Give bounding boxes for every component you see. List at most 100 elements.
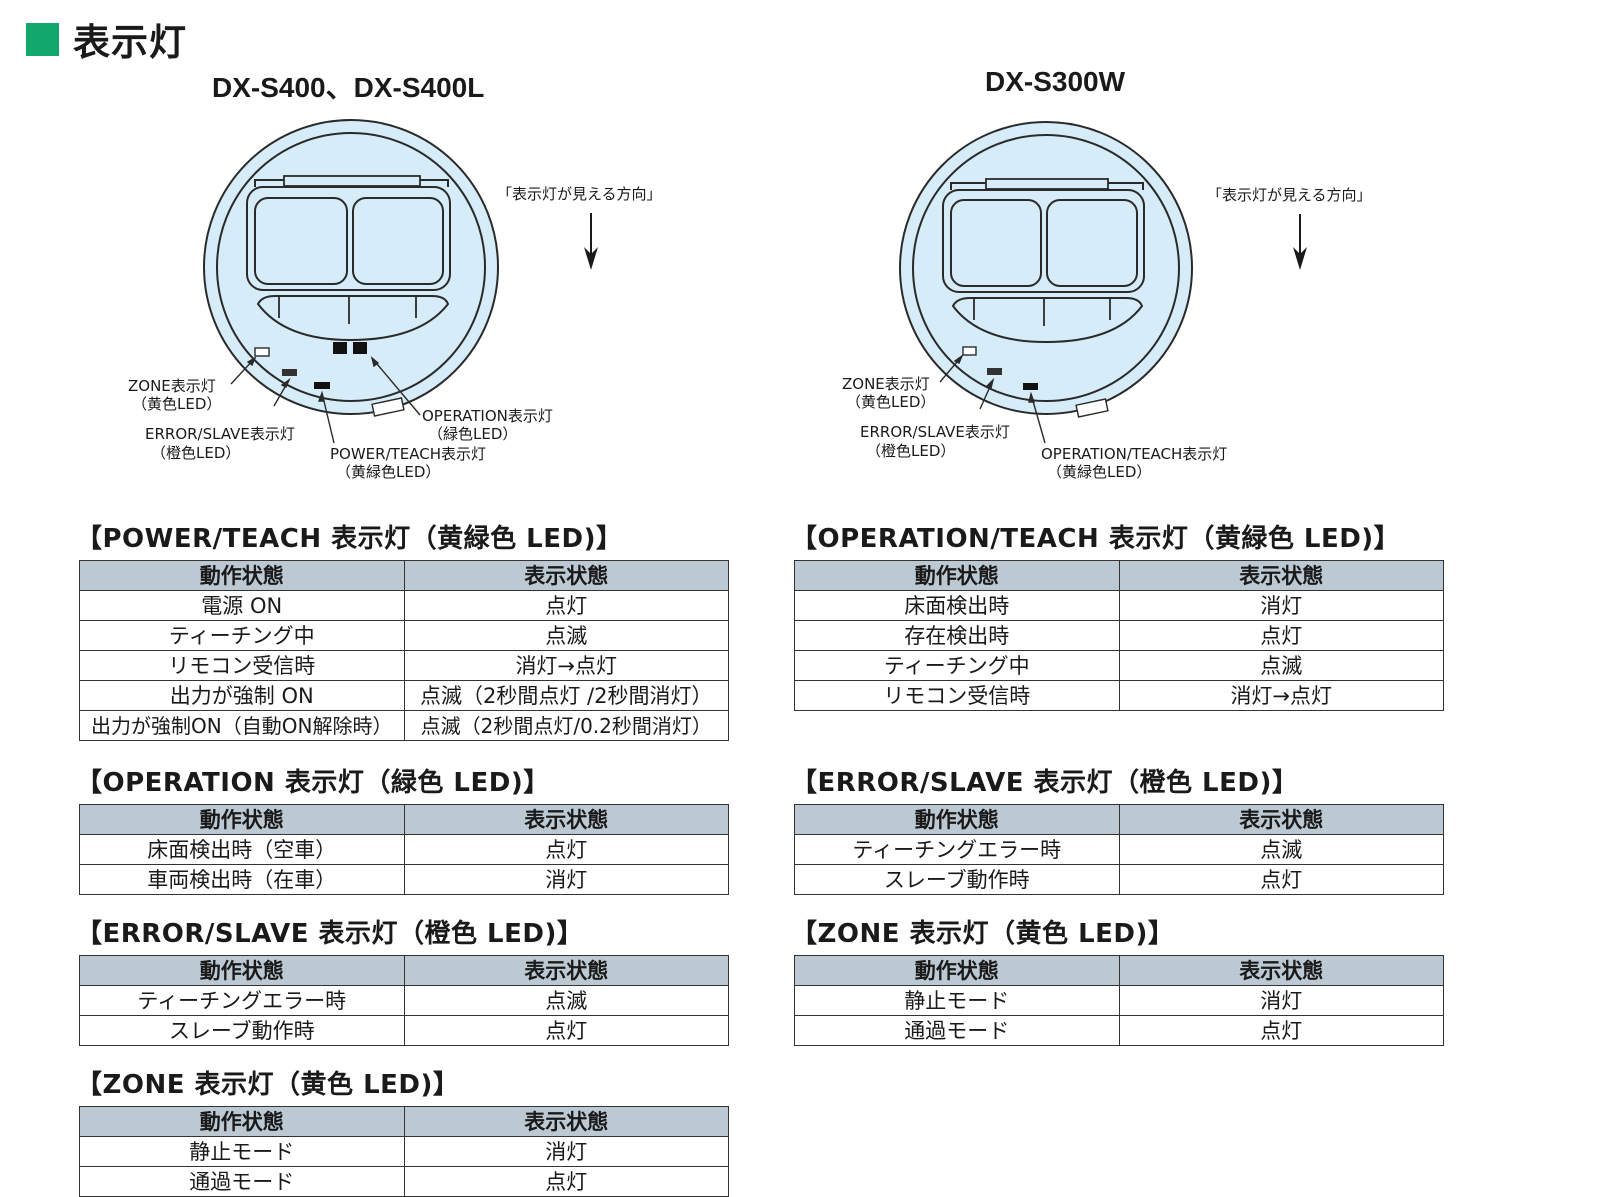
cell-condition: 電源 ON	[79, 590, 405, 621]
power-teach-label: POWER/TEACH表示灯	[330, 445, 486, 463]
view-direction-arrow-icon	[1293, 214, 1307, 270]
table-row: ティーチング中点滅	[794, 650, 1444, 681]
header-cell: 表示状態	[1118, 560, 1444, 591]
cell-status: 点灯	[403, 1166, 729, 1197]
model-title-right: DX-S300W	[985, 66, 1126, 97]
table-title: 【OPERATION/TEACH 表示灯（黄緑色 LED)】	[791, 524, 1401, 554]
table-row: リモコン受信時消灯→点灯	[794, 680, 1444, 711]
table-operation-teach: 【OPERATION/TEACH 表示灯（黄緑色 LED)】 動作状態表示状態 …	[791, 518, 1446, 711]
operation-teach-led	[1023, 383, 1038, 390]
table-error-slave: 【ERROR/SLAVE 表示灯（橙色 LED)】 動作状態表示状態 ティーチン…	[76, 913, 731, 1046]
cell-status: 点滅（2秒間点灯/0.2秒間消灯）	[403, 710, 729, 741]
operation-teach-label: OPERATION/TEACH表示灯	[1041, 445, 1227, 463]
zone-led	[282, 369, 297, 376]
cell-condition: 静止モード	[794, 985, 1120, 1016]
header-cell: 動作状態	[794, 804, 1120, 835]
cell-status: 点灯	[403, 834, 729, 865]
cell-status: 消灯	[1118, 590, 1444, 621]
cell-status: 点滅（2秒間点灯 /2秒間消灯）	[403, 680, 729, 711]
cell-condition: 静止モード	[79, 1136, 405, 1167]
cell-condition: 車両検出時（在車）	[79, 864, 405, 895]
led-status-table: 動作状態表示状態 床面検出時消灯 存在検出時点灯 ティーチング中点滅 リモコン受…	[794, 560, 1444, 711]
table-row: スレーブ動作時点灯	[79, 1015, 729, 1046]
led-status-table: 動作状態表示状態 ティーチングエラー時点滅 スレーブ動作時点灯	[79, 955, 729, 1046]
header-cell: 表示状態	[403, 804, 729, 835]
header-cell: 動作状態	[794, 955, 1120, 986]
zone-label: ZONE表示灯	[128, 377, 216, 395]
cell-condition: ティーチングエラー時	[794, 834, 1120, 865]
cell-status: 消灯	[403, 1136, 729, 1167]
error-slave-label-color: （橙色LED）	[151, 444, 240, 462]
cell-status: 点滅	[1118, 650, 1444, 681]
cell-condition: リモコン受信時	[794, 680, 1120, 711]
table-row: ティーチングエラー時点滅	[79, 985, 729, 1016]
zone-label-color: （黄色LED）	[846, 393, 935, 411]
cell-status: 消灯	[403, 864, 729, 895]
cell-condition: ティーチング中	[79, 620, 405, 651]
sensor-body	[203, 119, 499, 417]
header-cell: 動作状態	[79, 955, 405, 986]
error-slave-label-color: （橙色LED）	[866, 442, 955, 460]
error-slave-label: ERROR/SLAVE表示灯	[145, 425, 295, 443]
cell-condition: 通過モード	[79, 1166, 405, 1197]
table-row: 通過モード点灯	[79, 1166, 729, 1197]
table-row: 静止モード消灯	[79, 1136, 729, 1167]
table-row: 車両検出時（在車）消灯	[79, 864, 729, 895]
cell-status: 点滅	[403, 985, 729, 1016]
cell-condition: 出力が強制ON（自動ON解除時）	[79, 710, 405, 741]
header-cell: 動作状態	[79, 1106, 405, 1137]
operation-led	[353, 342, 367, 354]
leader-lines	[230, 356, 421, 444]
table-zone: 【ZONE 表示灯（黄色 LED)】 動作状態表示状態 静止モード消灯 通過モー…	[76, 1064, 731, 1197]
table-power-teach: 【POWER/TEACH 表示灯（黄緑色 LED)】 動作状態表示状態 電源 O…	[76, 518, 731, 741]
header-cell: 表示状態	[403, 955, 729, 986]
cell-status: 点灯	[1118, 864, 1444, 895]
table-row: リモコン受信時消灯→点灯	[79, 650, 729, 681]
power-teach-led	[333, 342, 347, 354]
header-cell: 動作状態	[794, 560, 1120, 591]
cell-condition: 床面検出時（空車）	[79, 834, 405, 865]
header-cell: 動作状態	[79, 560, 405, 591]
table-title: 【OPERATION 表示灯（緑色 LED)】	[76, 768, 550, 798]
table-row: 通過モード点灯	[794, 1015, 1444, 1046]
table-row: 床面検出時（空車）点灯	[79, 834, 729, 865]
cell-status: 点滅	[1118, 834, 1444, 865]
cell-status: 点灯	[403, 590, 729, 621]
zone-label-color: （黄色LED）	[132, 395, 221, 413]
cell-condition: スレーブ動作時	[79, 1015, 405, 1046]
table-error-slave-right: 【ERROR/SLAVE 表示灯（橙色 LED)】 動作状態表示状態 ティーチン…	[791, 762, 1446, 895]
cell-status: 点灯	[1118, 620, 1444, 651]
header-cell: 表示状態	[403, 1106, 729, 1137]
power-teach-label-color: （黄緑色LED）	[336, 463, 440, 481]
cell-condition: リモコン受信時	[79, 650, 405, 681]
operation-label-color: （緑色LED）	[428, 425, 517, 443]
model-title-left: DX-S400、DX-S400L	[212, 72, 485, 103]
table-title: 【ZONE 表示灯（黄色 LED)】	[76, 1070, 460, 1100]
cell-condition: スレーブ動作時	[794, 864, 1120, 895]
cell-status: 消灯→点灯	[1118, 680, 1444, 711]
sensor-body	[899, 121, 1193, 418]
cell-condition: 存在検出時	[794, 620, 1120, 651]
led-status-table: 動作状態表示状態 床面検出時（空車）点灯 車両検出時（在車）消灯	[79, 804, 729, 895]
led-status-table: 動作状態表示状態 静止モード消灯 通過モード点灯	[794, 955, 1444, 1046]
section-marker-icon	[26, 22, 59, 56]
zone-label: ZONE表示灯	[842, 375, 930, 393]
cell-condition: 床面検出時	[794, 590, 1120, 621]
cell-status: 消灯→点灯	[403, 650, 729, 681]
table-row: 出力が強制ON（自動ON解除時）点滅（2秒間点灯/0.2秒間消灯）	[79, 710, 729, 741]
table-title: 【ERROR/SLAVE 表示灯（橙色 LED)】	[791, 768, 1299, 798]
cell-condition: 通過モード	[794, 1015, 1120, 1046]
table-row: 床面検出時消灯	[794, 590, 1444, 621]
cell-status: 消灯	[1118, 985, 1444, 1016]
cell-condition: 出力が強制 ON	[79, 680, 405, 711]
table-operation: 【OPERATION 表示灯（緑色 LED)】 動作状態表示状態 床面検出時（空…	[76, 762, 731, 895]
view-direction-label: 「表示灯が見える方向」	[1207, 186, 1372, 204]
sensor-diagram-left: 「表示灯が見える方向」 ZONE表示灯 （黄色LED） ERROR/SLAVE表…	[128, 119, 662, 481]
led-status-table: 動作状態表示状態 静止モード消灯 通過モード点灯	[79, 1106, 729, 1197]
header-cell: 表示状態	[1118, 804, 1444, 835]
operation-teach-label-color: （黄緑色LED）	[1047, 463, 1151, 481]
led-status-table: 動作状態表示状態 ティーチングエラー時点滅 スレーブ動作時点灯	[794, 804, 1444, 895]
